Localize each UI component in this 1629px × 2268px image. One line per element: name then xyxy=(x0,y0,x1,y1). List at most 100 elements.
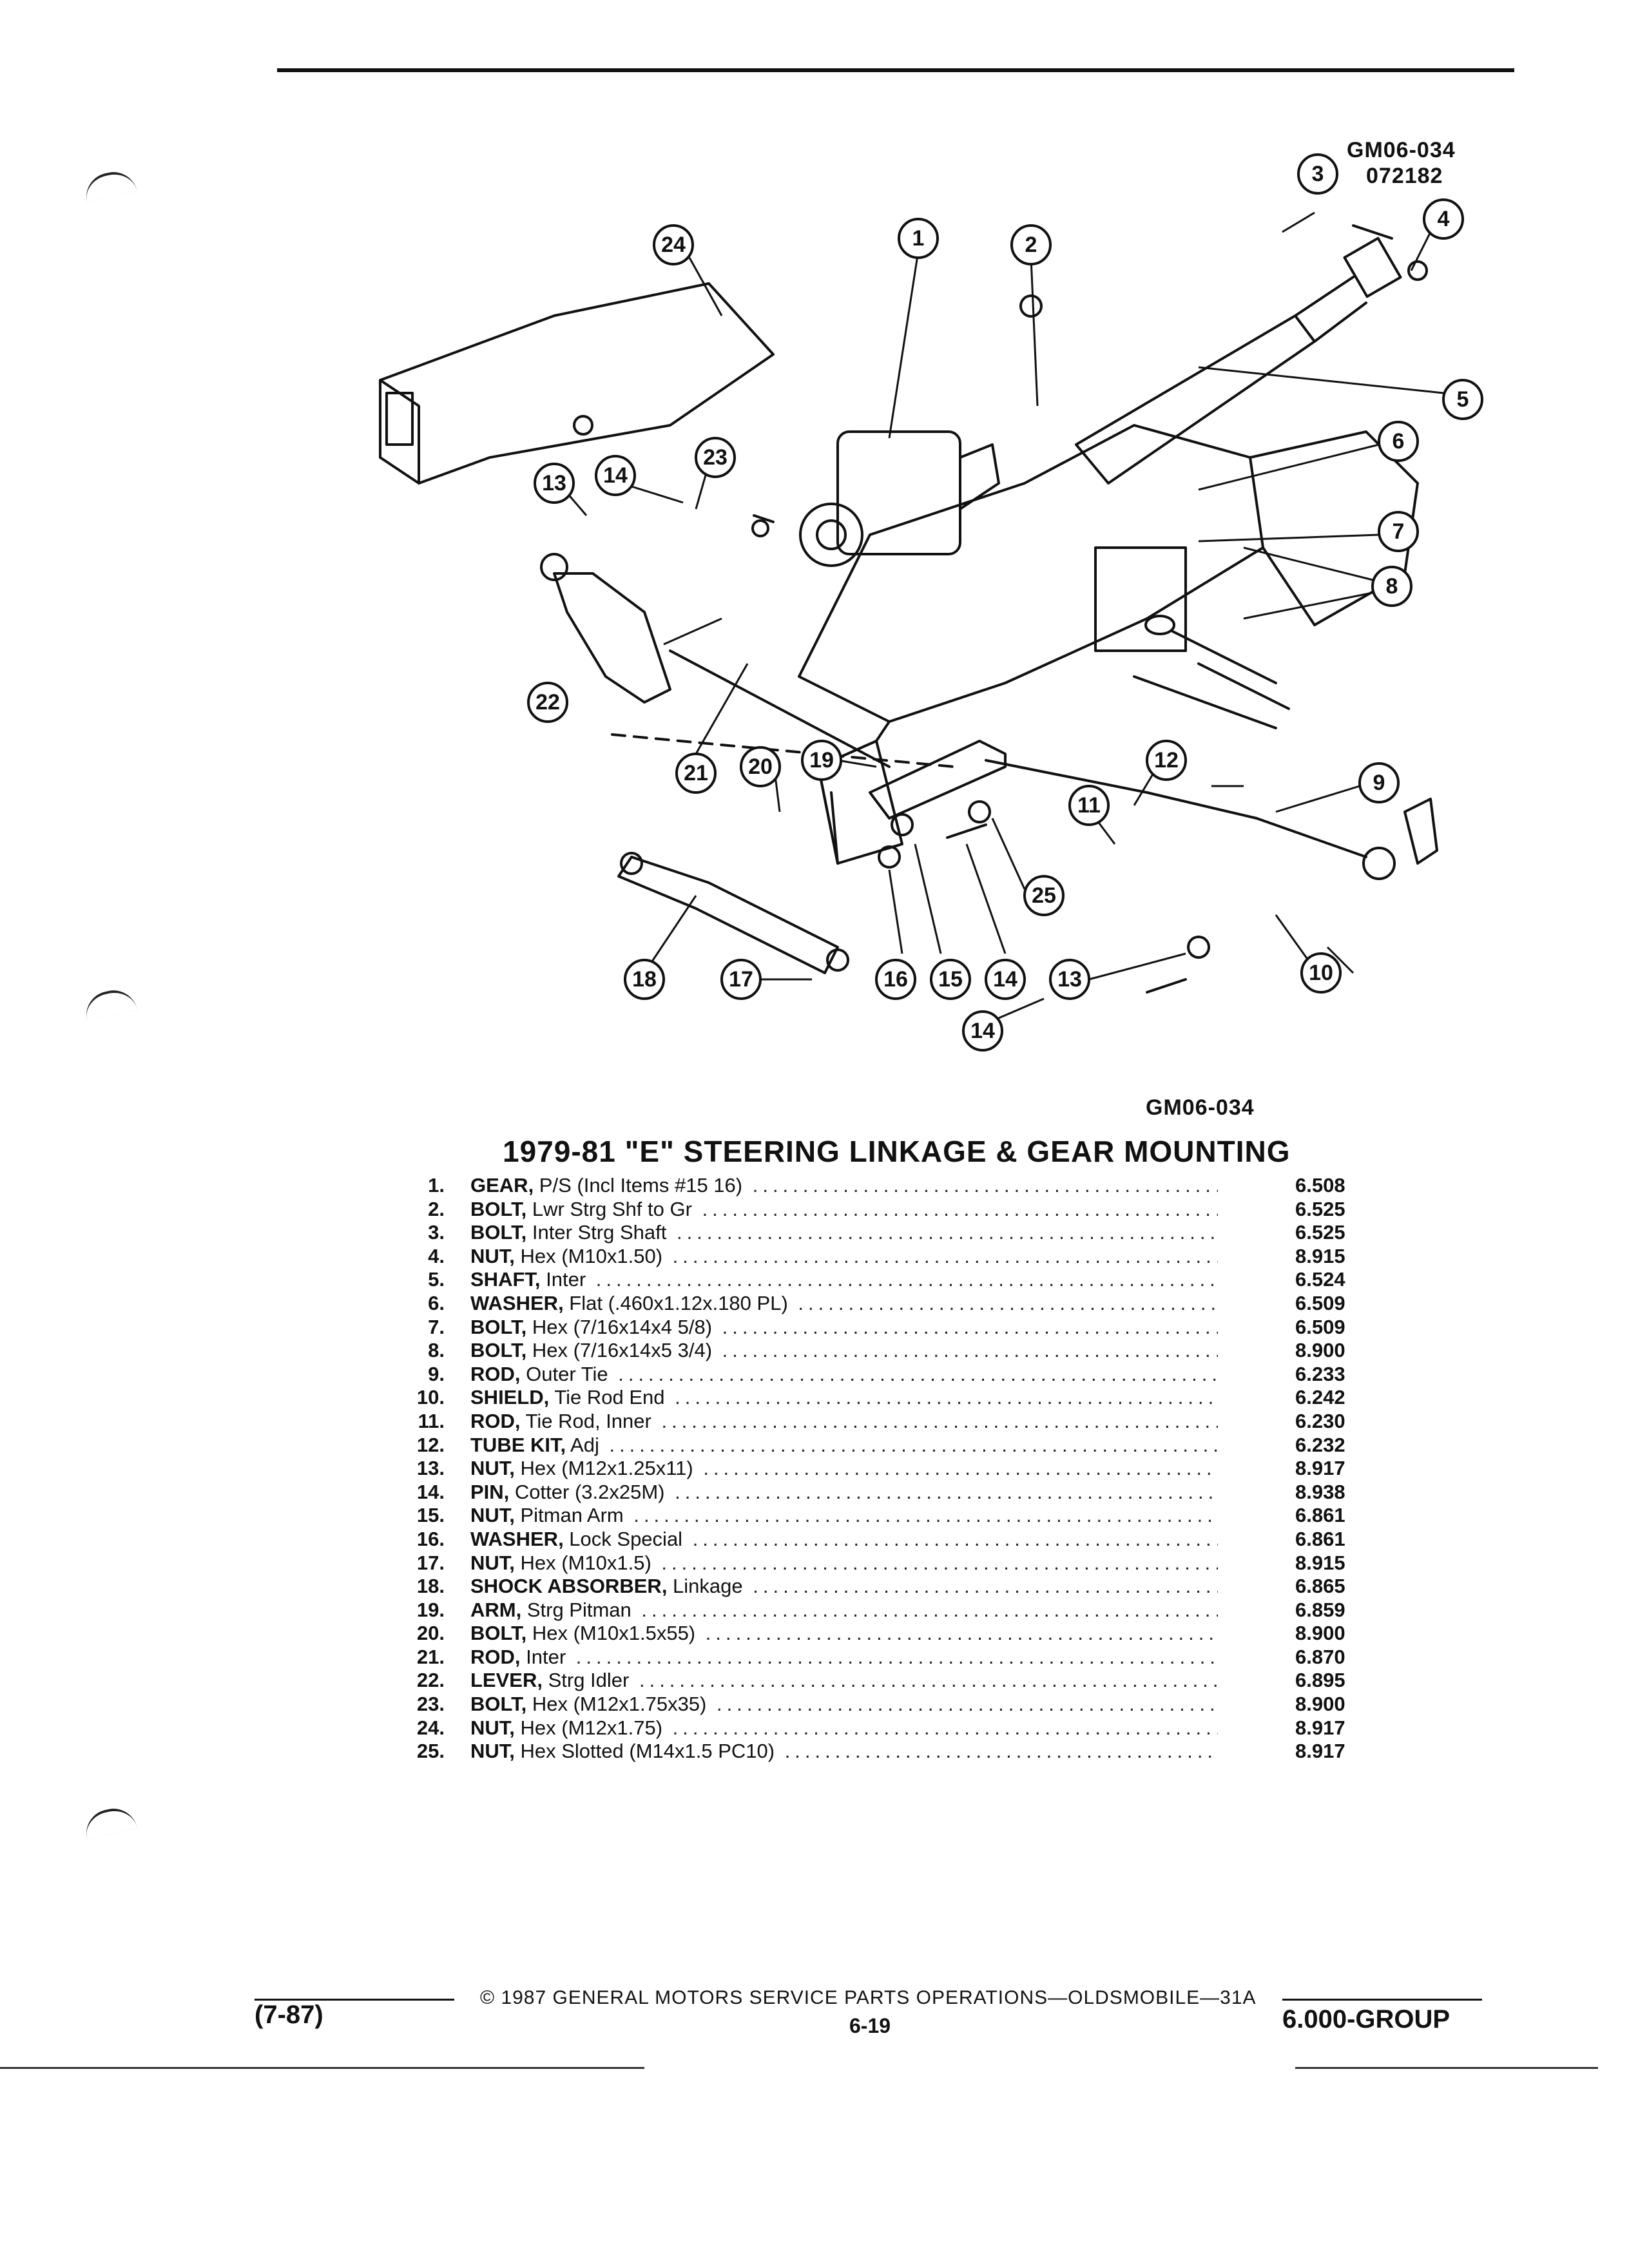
part-reference-value: 6.859 xyxy=(1295,1598,1345,1621)
part-detail: Inter xyxy=(520,1645,566,1668)
part-detail: Tie Rod End xyxy=(549,1386,665,1409)
crossmember-edge xyxy=(817,720,891,865)
callout-label: 19 xyxy=(809,748,834,773)
tie-rod-shield xyxy=(1403,798,1438,865)
part-name: NUT, xyxy=(470,1504,515,1527)
part-description: BOLT, Hex (M12x1.75x35) ................… xyxy=(470,1693,1218,1716)
shock-mount-lower xyxy=(826,948,849,972)
part-name: NUT, xyxy=(470,1244,515,1267)
part-description: ROD, Tie Rod, Inner ....................… xyxy=(470,1410,1218,1433)
part-reference-value: 6.870 xyxy=(1295,1645,1345,1668)
bolt-23 xyxy=(751,519,769,537)
part-reference-value: 8.938 xyxy=(1295,1480,1345,1503)
pitman-nut xyxy=(878,845,901,869)
callout-11 xyxy=(1068,785,1110,826)
cotter-pin xyxy=(946,823,987,839)
part-number: 1. xyxy=(428,1174,445,1196)
leader-dots: ........................................… xyxy=(609,1433,1218,1456)
part-description: NUT, Hex (M12x1.75) ....................… xyxy=(470,1716,1218,1740)
callout-23 xyxy=(695,437,736,478)
leader-dots: ........................................… xyxy=(676,1221,1218,1244)
parts-list-row: 18.SHOCK ABSORBER, Linkage .............… xyxy=(348,1575,1379,1599)
callout-label: 21 xyxy=(684,761,708,785)
leader-13b xyxy=(566,492,588,516)
part-detail: Strg Idler xyxy=(542,1669,630,1692)
part-detail: Hex (M12x1.75x35) xyxy=(526,1693,707,1716)
part-reference-value: 6.861 xyxy=(1295,1504,1345,1527)
parts-list-row: 23.BOLT, Hex (M12x1.75x35) .............… xyxy=(348,1693,1379,1716)
callout-label: 22 xyxy=(535,690,560,715)
part-description: WASHER, Lock Special ...................… xyxy=(470,1528,1218,1551)
part-description: PIN, Cotter (3.2x25M) ..................… xyxy=(470,1481,1218,1504)
part-number: 14. xyxy=(416,1480,445,1503)
outer-tie-rod xyxy=(1255,817,1367,858)
part-detail: Tie Rod, Inner xyxy=(520,1409,651,1432)
part-description: ARM, Strg Pitman .......................… xyxy=(470,1599,1218,1622)
part-name: SHIELD, xyxy=(470,1386,550,1409)
part-name: BOLT, xyxy=(470,1339,527,1362)
part-name: NUT, xyxy=(470,1740,515,1763)
part-detail: Strg Pitman xyxy=(521,1598,631,1621)
part-name: ROD, xyxy=(470,1409,521,1432)
leader-15 xyxy=(914,843,942,954)
bottom-rule-left xyxy=(0,2067,644,2069)
callout-label: 9 xyxy=(1373,771,1385,795)
figure-id-bottom: GM06-034 xyxy=(1146,1095,1255,1120)
leader-1 xyxy=(888,251,920,439)
parts-list-row: 10.SHIELD, Tie Rod End .................… xyxy=(348,1386,1379,1410)
part-detail: Cotter (3.2x25M) xyxy=(509,1480,665,1503)
footer-rule-left xyxy=(255,1999,454,2001)
part-detail: Pitman Arm xyxy=(514,1504,624,1527)
crossmember xyxy=(798,424,1264,723)
steering-gear-valve xyxy=(959,443,1000,510)
leader-dots: ........................................… xyxy=(798,1291,1218,1314)
part-reference-value: 8.900 xyxy=(1295,1339,1345,1362)
callout-3 xyxy=(1297,153,1338,195)
callout-24 xyxy=(653,224,694,265)
callout-6 xyxy=(1378,421,1419,462)
leader-25 xyxy=(991,818,1026,890)
part-description: SHIELD, Tie Rod End ....................… xyxy=(470,1386,1218,1409)
adjuster-tube xyxy=(1146,791,1258,820)
leader-dots: ........................................… xyxy=(753,1575,1218,1598)
parts-list-row: 13.NUT, Hex (M12x1.25x11) ..............… xyxy=(348,1457,1379,1481)
callout-label: 15 xyxy=(938,967,963,992)
parts-list-row: 8.BOLT, Hex (7/16x14x5 3/4) ............… xyxy=(348,1339,1379,1363)
part-detail: Hex (7/16x14x5 3/4) xyxy=(526,1339,713,1362)
callout-label: 1 xyxy=(912,226,925,251)
part-number: 5. xyxy=(428,1268,445,1291)
parts-list-row: 7.BOLT, Hex (7/16x14x4 5/8) ............… xyxy=(348,1316,1379,1340)
inner-tie-rod xyxy=(985,759,1148,794)
parts-list-row: 2.BOLT, Lwr Strg Shf to Gr .............… xyxy=(348,1198,1379,1222)
parts-list-row: 24.NUT, Hex (M12x1.75) .................… xyxy=(348,1716,1379,1740)
punch-hole-mark xyxy=(81,1804,138,1839)
leader-5 xyxy=(1198,366,1444,394)
part-description: GEAR, P/S (Incl Items #15 16) ..........… xyxy=(470,1174,1218,1197)
part-number: 11. xyxy=(418,1409,445,1432)
part-reference-value: 6.242 xyxy=(1295,1386,1345,1409)
parts-list-row: 5.SHAFT, Inter .........................… xyxy=(348,1268,1379,1292)
callout-13a xyxy=(1049,959,1090,1000)
intermediate-shaft-coupler xyxy=(1294,276,1367,343)
leader-dots: ........................................… xyxy=(784,1740,1218,1763)
part-number: 13. xyxy=(416,1457,445,1480)
figure-date-code: 072182 xyxy=(1366,164,1443,188)
bolt-long xyxy=(1171,630,1277,684)
part-reference-value: 6.232 xyxy=(1295,1433,1345,1456)
callout-15 xyxy=(930,959,971,1000)
part-reference-value: 8.915 xyxy=(1295,1551,1345,1574)
part-name: ROD, xyxy=(470,1362,521,1385)
callout-label: 2 xyxy=(1025,233,1037,257)
leader-19 xyxy=(837,759,877,768)
part-number: 3. xyxy=(428,1221,445,1244)
part-number: 12. xyxy=(416,1433,445,1456)
leader-dots: ........................................… xyxy=(722,1339,1218,1362)
part-reference-value: 8.900 xyxy=(1295,1622,1345,1645)
part-number: 15. xyxy=(416,1504,445,1527)
part-reference-value: 6.861 xyxy=(1295,1527,1345,1550)
callout-label: 6 xyxy=(1393,429,1405,454)
callout-label: 20 xyxy=(748,754,773,779)
pitman-arm xyxy=(869,740,1007,820)
part-number: 2. xyxy=(428,1197,445,1220)
part-reference-value: 6.233 xyxy=(1295,1362,1345,1385)
